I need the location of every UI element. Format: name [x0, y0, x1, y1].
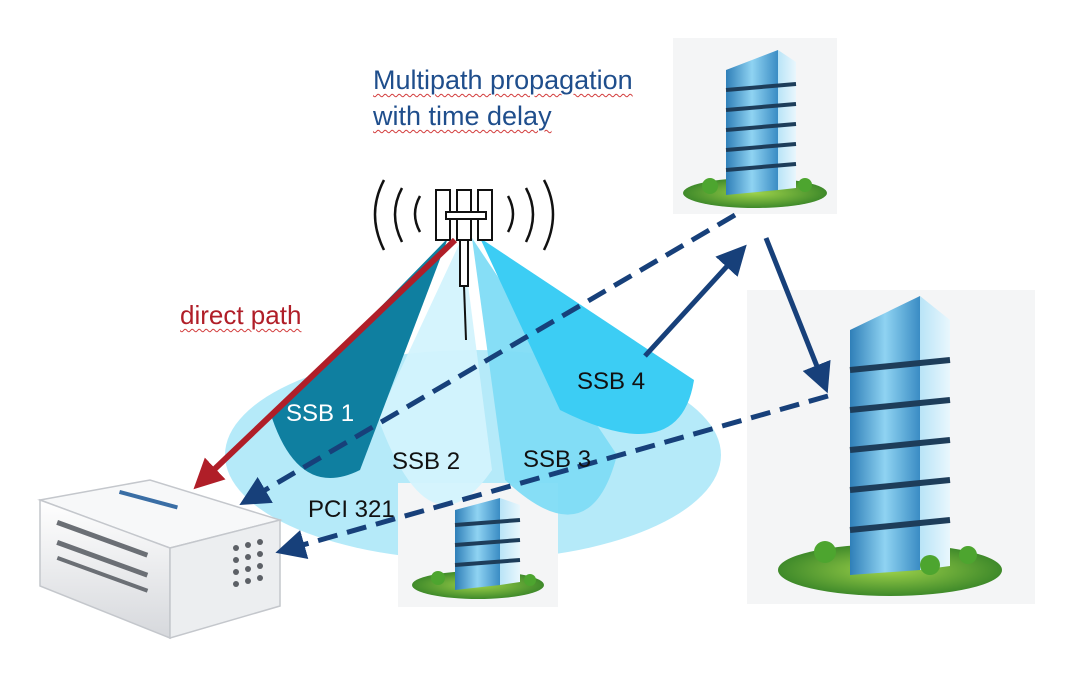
- beam-label-ssb4: SSB 4: [577, 368, 646, 395]
- direct-path-arrow: [193, 237, 458, 490]
- path-ssb4-to-building: [643, 244, 747, 358]
- beam-ssb4: [480, 238, 694, 434]
- beam-label-ssb2: SSB 2: [392, 448, 461, 475]
- antenna-tower-icon: [373, 179, 555, 341]
- building-icon: [747, 290, 1035, 604]
- building-icon: [673, 38, 837, 214]
- diagram-title: Multipath propagation with time delay: [373, 62, 633, 134]
- reflected-path-right-building: [275, 393, 829, 559]
- title-line-1: Multipath propagation: [373, 65, 633, 95]
- beam-ssb1: [272, 238, 448, 479]
- title-line-2: with time delay: [373, 101, 552, 131]
- path-building-to-building: [763, 237, 831, 394]
- beam-label-ssb1: SSB 1: [286, 400, 355, 427]
- cell-id-label: PCI 321: [308, 496, 395, 523]
- receiver-device-icon: [37, 479, 283, 640]
- building-icon: [398, 483, 558, 607]
- beam-ssb2: [378, 238, 492, 505]
- direct-path-label: direct path: [180, 300, 302, 330]
- reflected-path-top-building: [239, 212, 737, 506]
- beam-label-ssb3: SSB 3: [523, 446, 592, 473]
